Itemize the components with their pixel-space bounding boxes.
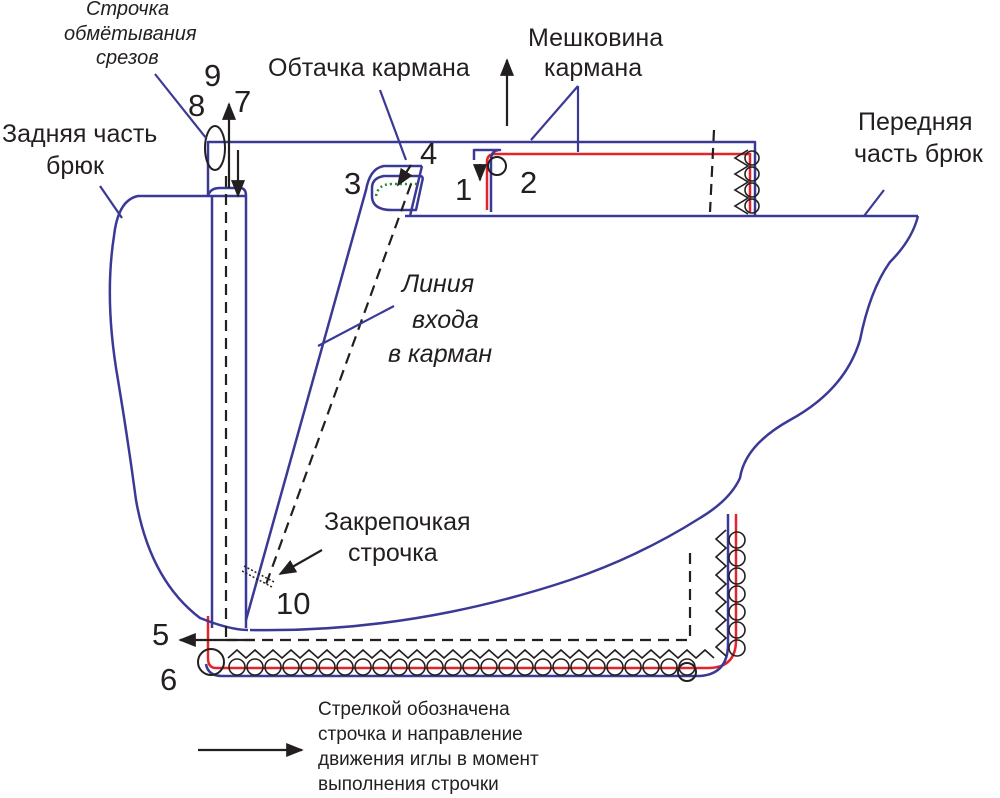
number-1: 1 [455,172,472,207]
back-part-label-1: Задняя часть [2,120,157,148]
number-8: 8 [188,88,205,123]
markers [197,125,697,682]
number-7: 7 [234,84,251,119]
pocket-bag-label-2: кармана [544,54,642,82]
back-part-label-2: брюк [46,152,105,180]
pocket-entry-label-3: в карман [388,340,492,368]
front-part-label-2: часть брюк [854,140,984,168]
legend-line-3: движения иглы в момент [318,749,539,770]
leader-lines [99,73,885,347]
number-6: 6 [160,662,177,697]
overcast-line-label-3: срезов [96,47,159,69]
facing-stitch [374,182,418,197]
overcast-line-label-2: обмётывания [64,23,197,45]
number-10: 10 [276,586,310,621]
pocket-bag-label-1: Мешковина [528,24,663,52]
overcast-line-label-1: Строчка [86,0,169,20]
legend-line-1: Стрелкой обозначена [318,699,510,720]
bartack-label-1: Закрепочкая [324,508,471,536]
pocket-bag-stitch [206,152,752,670]
pocket-facing-label: Обтачка кармана [268,54,470,82]
front-part-label-1: Передняя [858,108,973,136]
number-5: 5 [152,617,169,652]
number-2: 2 [520,165,537,200]
bartack-label-2: строчка [348,539,438,567]
overcast-edge-bottom [227,648,715,676]
bartack-hatch [241,565,275,588]
overcast-edge-top-right [733,149,760,215]
pocket-entry-label-1: Линия [400,270,474,298]
overcast-edge-right [714,529,746,657]
legend-line-2: строчка и направление [318,724,523,745]
legend-line-4: выполнения строчки [318,774,499,795]
outlines [108,140,920,678]
pocket-entry-label-2: входа [412,306,479,334]
dashed-stitch-lines [224,129,716,642]
number-9: 9 [204,58,221,93]
arrows [178,58,515,758]
number-4: 4 [420,136,437,171]
number-3: 3 [344,166,361,201]
